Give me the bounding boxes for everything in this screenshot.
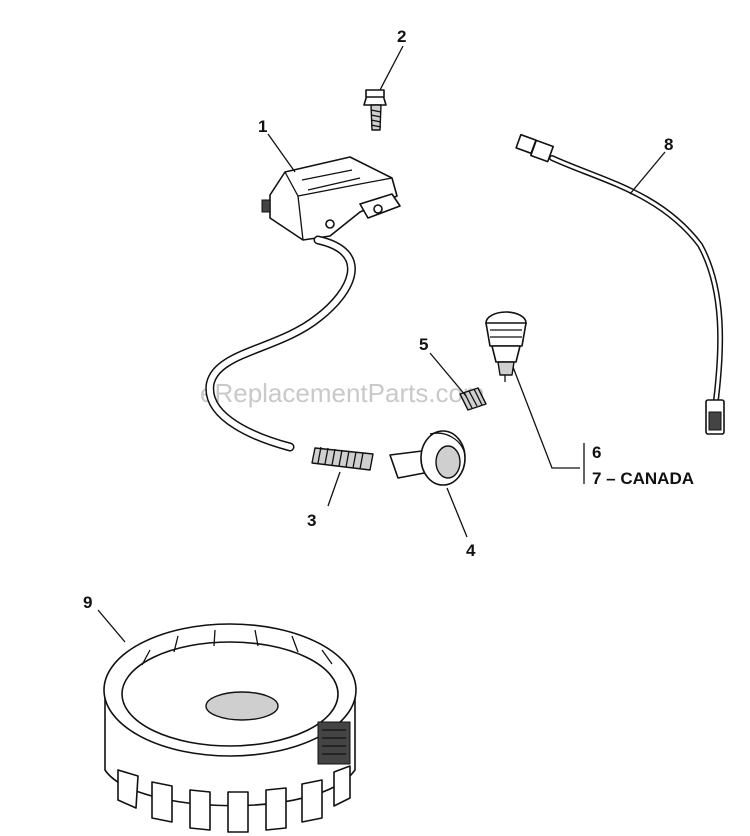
callout-1: 1 (258, 117, 267, 136)
callout-2: 2 (397, 27, 406, 46)
watermark: eReplacementParts.com (200, 378, 485, 408)
callout-6: 6 (592, 443, 601, 462)
small-spring-icon (459, 387, 487, 411)
spark-plug-boot-icon (389, 430, 466, 486)
leader-lines (97, 45, 666, 643)
callout-3: 3 (307, 511, 316, 530)
callout-7-canada: 7 – CANADA (592, 469, 694, 488)
wire-lead-icon (515, 133, 725, 435)
screw-icon (363, 89, 387, 131)
ignition-coil-icon (205, 156, 401, 452)
spark-plug-icon (485, 311, 527, 382)
callout-5: 5 (419, 335, 428, 354)
callout-4: 4 (466, 541, 476, 560)
spring-icon (311, 446, 374, 471)
callout-9: 9 (83, 593, 92, 612)
flywheel-icon (103, 623, 357, 833)
callout-8: 8 (664, 135, 673, 154)
